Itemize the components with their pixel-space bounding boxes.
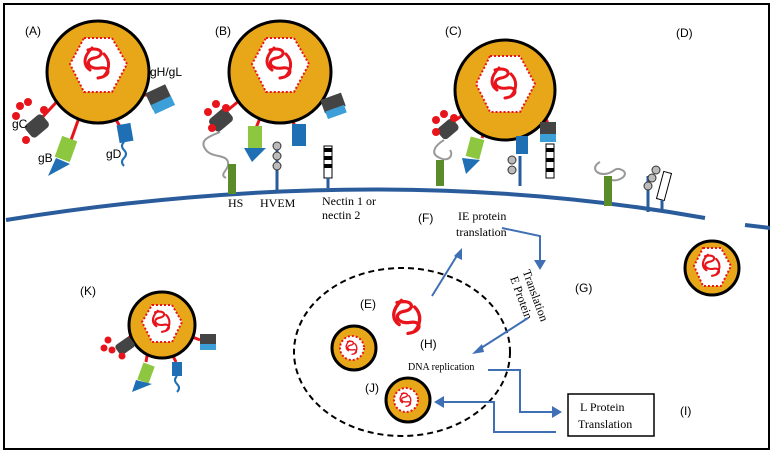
nucleus-boundary (293, 267, 511, 437)
gd-glycoprotein-c (507, 136, 528, 186)
virion-b (202, 19, 347, 179)
label-ie-line1: IE protein (458, 209, 506, 223)
ghgl-glycoprotein-a (145, 84, 176, 115)
panel-label-g: (G) (575, 281, 592, 295)
label-nectin-line1: Nectin 1 or (322, 194, 376, 208)
arrow-to-ie (431, 248, 462, 297)
arrow-e-to-dna (472, 317, 529, 354)
e-protein-label-group: E Protein Translation (507, 268, 551, 324)
gb-glycoprotein-c (462, 136, 485, 174)
gd-glycoprotein-b (292, 124, 306, 146)
virion-c (432, 38, 557, 186)
label-gc: gC (12, 117, 28, 131)
panel-label-b: (B) (215, 24, 231, 38)
label-nectin-line2: nectin 2 (322, 208, 360, 222)
capsid-e (330, 324, 378, 372)
l-protein-box (567, 393, 655, 437)
arrow-l-to-j (434, 396, 556, 433)
panel-label-i: (I) (680, 404, 691, 418)
gc-glycoprotein-b (202, 100, 233, 179)
label-hvem: HVEM (260, 196, 296, 210)
free-dna-e (392, 298, 422, 336)
panel-label-j: (J) (365, 381, 379, 395)
gb-glycoprotein-a (48, 135, 78, 176)
panel-label-f: (F) (418, 211, 433, 225)
panel-label-d: (D) (676, 26, 693, 40)
gc-glycoprotein-c (432, 110, 459, 161)
gb-glycoprotein-b (244, 126, 266, 162)
nectin-receptor-b (323, 145, 333, 188)
label-gd: gD (106, 147, 122, 161)
panel-label-c: (C) (445, 24, 462, 38)
arrow-dna-to-l (488, 369, 562, 418)
label-l-line1: L Protein (580, 400, 625, 414)
cell-membrane-end (744, 223, 771, 230)
receptors-d (594, 161, 673, 212)
label-ghgl: gH/gL (150, 65, 182, 79)
arrow-ie-to-e (501, 227, 546, 270)
virion-a (12, 19, 176, 176)
label-hs: HS (228, 196, 243, 210)
panel-label-e: (E) (360, 297, 376, 311)
panel-label-h: (H) (420, 337, 437, 351)
panel-label-k: (K) (80, 284, 96, 298)
capsid-j (384, 376, 432, 424)
label-l-line2: Translation (578, 417, 632, 431)
hs-receptor-b (228, 164, 236, 194)
panel-label-a: (A) (25, 24, 41, 38)
hvem-receptor-b (272, 141, 282, 190)
free-capsid-d (683, 239, 741, 297)
virion-k (100, 290, 216, 393)
gc-glycoprotein-a (12, 98, 49, 144)
gd-glycoprotein-a (116, 122, 134, 167)
ghgl-glycoprotein-c (540, 122, 556, 179)
label-gb: gB (38, 151, 53, 165)
label-ie-line2: translation (456, 225, 507, 239)
label-dna-replication: DNA replication (408, 362, 474, 373)
ghgl-glycoprotein-b (320, 92, 347, 120)
